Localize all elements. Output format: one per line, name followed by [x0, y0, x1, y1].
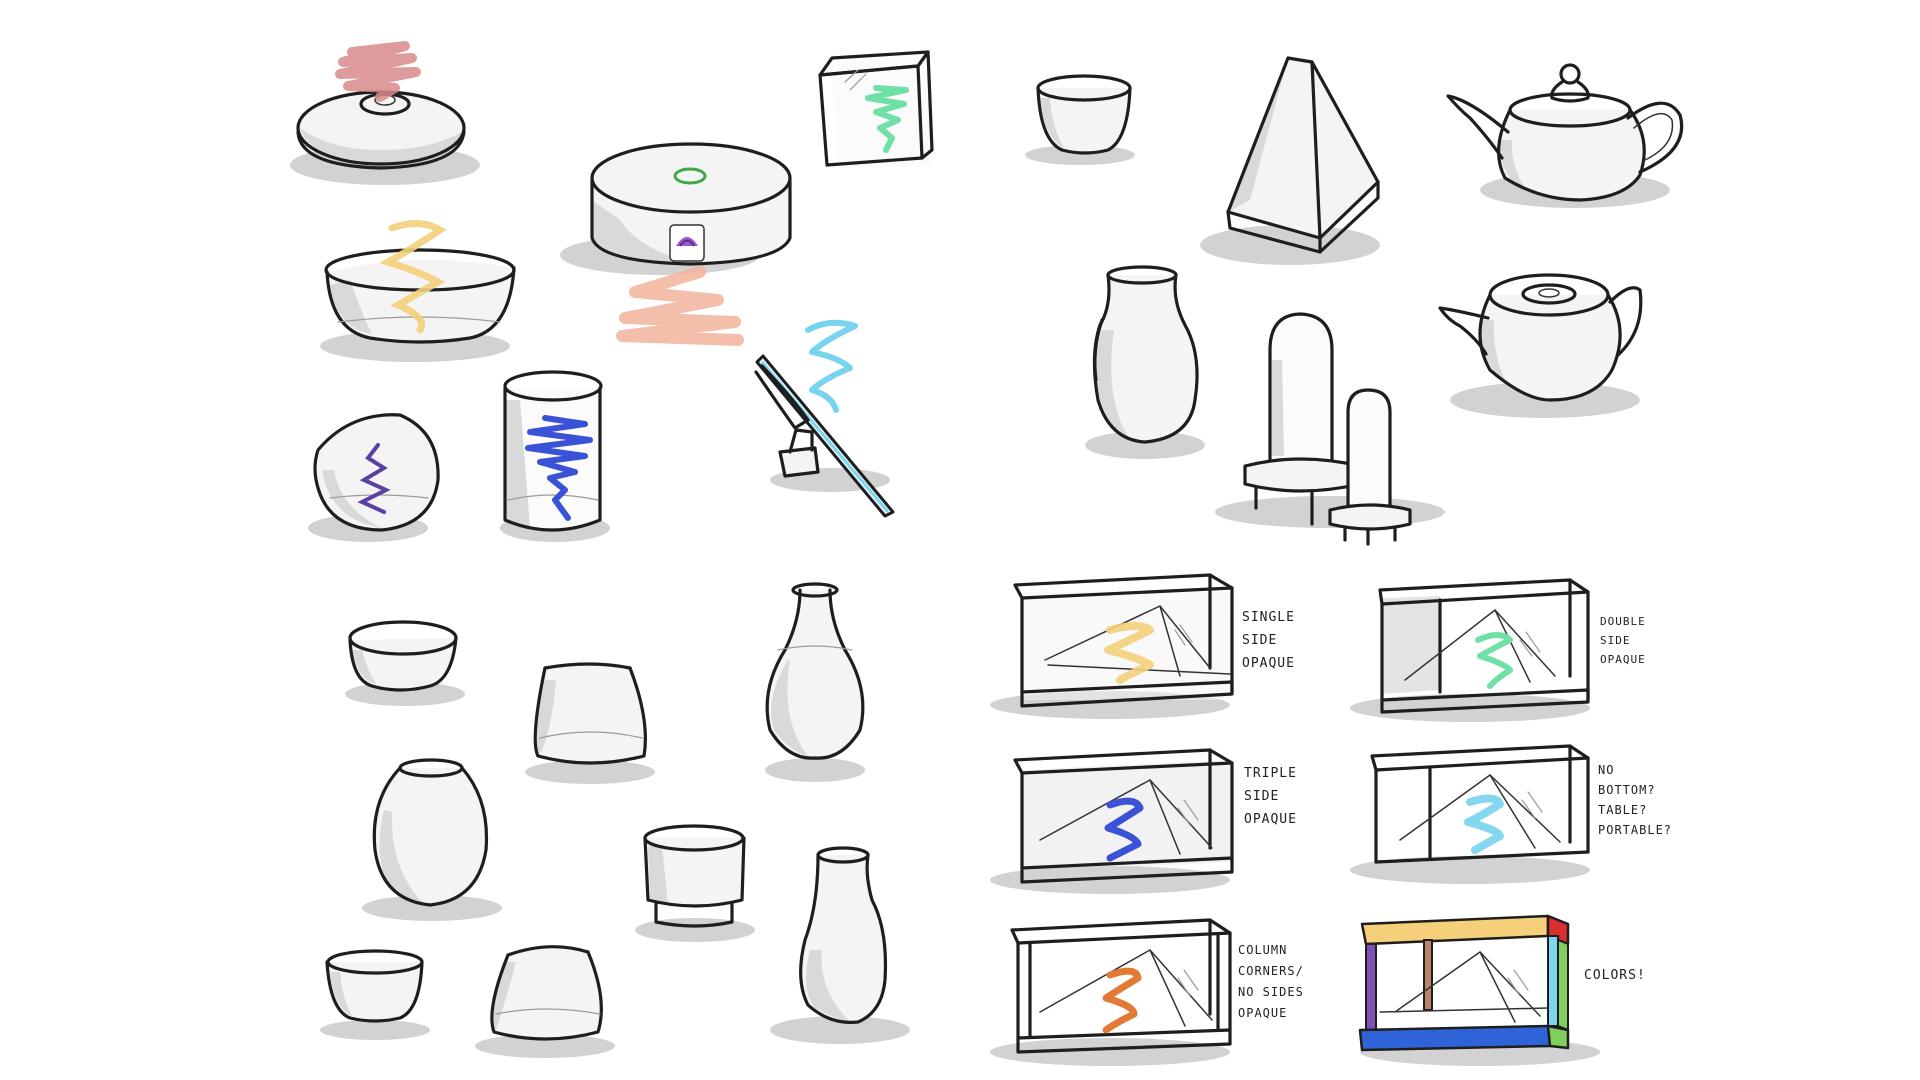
bottle-vase-sketch	[765, 582, 865, 782]
small-bowl-sketch	[345, 620, 465, 706]
wand-stand-device	[754, 354, 895, 518]
curvy-vase-sketch	[1085, 265, 1205, 459]
note-no-bottom: NO BOTTOM? TABLE? PORTABLE?	[1598, 763, 1673, 837]
lid-device	[290, 90, 480, 185]
note-column-corners: COLUMN CORNERS/ NO SIDES OPAQUE	[1238, 943, 1304, 1020]
squat-pot-sketch	[525, 662, 655, 784]
case-column-corners	[990, 918, 1232, 1066]
bell-jars-sketch	[1215, 312, 1445, 546]
case-colors	[1358, 914, 1600, 1066]
pink-smoke	[335, 41, 421, 102]
frame-top-yellow	[1360, 914, 1550, 946]
frame-post-cyan	[1547, 935, 1559, 1027]
case-triple-side	[990, 748, 1234, 894]
purple-squiggle	[357, 443, 391, 514]
note-triple-side: TRIPLE SIDE OPAQUE	[1244, 766, 1297, 827]
case-triple-blue-hologram	[1104, 797, 1144, 862]
case-single-yellow-hologram	[1104, 622, 1154, 684]
cyan-hologram	[805, 319, 858, 413]
faceted-pot-sketch	[475, 945, 615, 1058]
sphere-device	[308, 413, 440, 542]
salmon-smoke	[616, 266, 744, 346]
frame-post-green	[1557, 938, 1569, 1032]
frame-post-brown	[1423, 939, 1433, 1011]
tall-vase-sketch	[770, 846, 910, 1044]
pyramid-tower-sketch	[1200, 56, 1380, 265]
note-double-side: DOUBLE SIDE OPAQUE	[1600, 615, 1646, 666]
rounded-vase-sketch	[362, 758, 502, 921]
footed-cup-sketch	[635, 824, 755, 942]
yellow-hologram	[379, 220, 447, 334]
bowl-device	[320, 248, 516, 362]
case-double-green-hologram	[1475, 632, 1513, 689]
tea-cup-sketch	[1025, 74, 1135, 165]
case-double-side	[1350, 578, 1590, 722]
green-hologram	[865, 85, 909, 153]
frame-bottom-green	[1546, 1024, 1570, 1050]
case-no-bottom	[1350, 744, 1590, 884]
small-cup-sketch	[320, 949, 430, 1040]
blue-hologram	[525, 415, 593, 521]
teapot-sketch	[1446, 63, 1684, 208]
frame-post-purple	[1365, 943, 1377, 1031]
note-single-side: SINGLE SIDE OPAQUE	[1242, 610, 1295, 671]
round-teapot-sketch	[1438, 273, 1643, 418]
case-column-orange-hologram	[1102, 967, 1142, 1034]
frame-bottom-blue	[1358, 1024, 1552, 1052]
case-no-bottom-cyan-hologram	[1464, 794, 1504, 854]
note-colors: COLORS!	[1584, 968, 1646, 983]
puck-device	[560, 142, 792, 275]
